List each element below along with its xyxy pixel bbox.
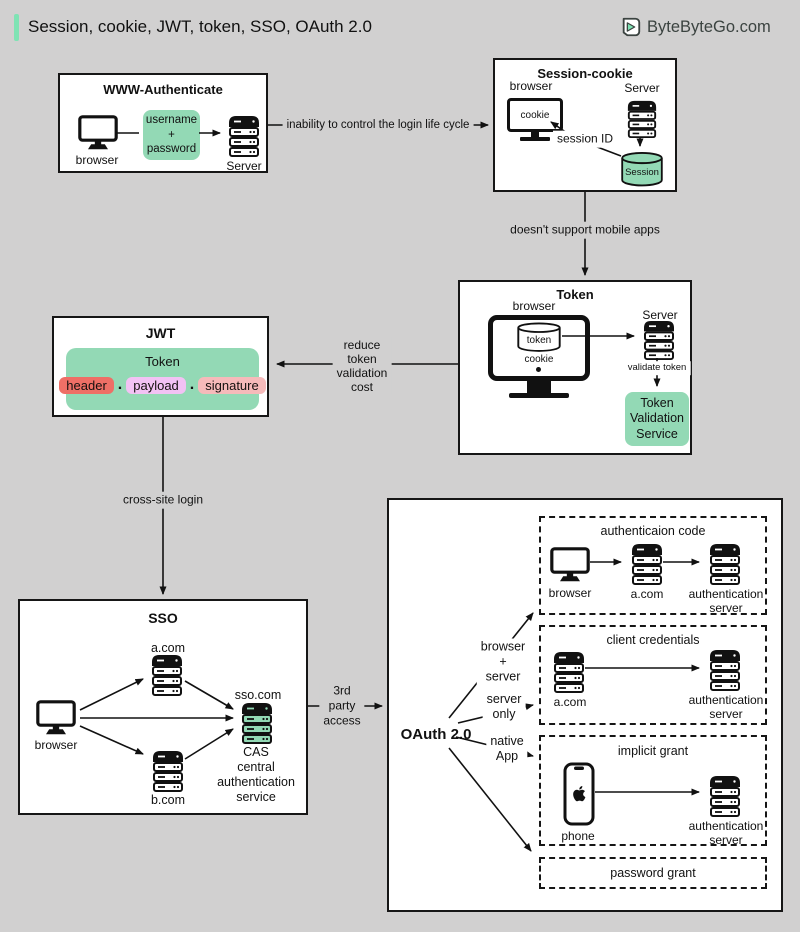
b-com-server-icon [151,750,185,792]
auth-server-icon [708,543,742,585]
edge-label-jwt-to-sso: cross-site login [118,491,208,509]
token-box: Token browser token cookie Server Tok [458,280,692,455]
token-label: Token [145,354,180,369]
credential-line: + [168,128,175,141]
client-credentials-box: client credentials a.com authentication … [539,625,767,725]
bytebytego-logo-icon [620,16,642,38]
credentials-box: username + password [143,110,200,160]
validate-token-label: validate token [623,361,691,375]
monitor-button [536,367,541,372]
box-title: WWW-Authenticate [103,82,223,97]
service-line: Validation [630,411,684,426]
flow-title: authenticaion code [600,524,706,538]
box-title: Session-cookie [537,66,633,81]
phone-label: phone [561,829,595,843]
cas-server-icon [240,702,274,744]
edge-label-www-to-session: inability to control the login life cycl… [282,116,474,134]
auth-code-box: authenticaion code browser a.com authent… [539,516,767,615]
browser-icon [36,700,76,736]
session-db-icon: Session [620,151,664,187]
browser-label: browser [75,153,119,167]
token-label: token [526,334,552,346]
brand-name: ByteByteGo.com [647,18,771,36]
flow-title: password grant [610,866,696,880]
server-icon [642,320,676,360]
implicit-grant-box: implicit grant phone authentication serv… [539,735,767,847]
token-validation-service-box: Token Validation Service [625,392,689,446]
browser-icon [550,547,590,583]
cookie-label: cookie [520,109,550,121]
credential-line: username [145,113,198,126]
branch-label-server-only: server only [482,691,526,723]
server-label: Server [624,81,660,95]
b-com-label: b.com [150,793,186,807]
sso-box: SSO a.com browser sso.com CAS central au… [18,599,308,815]
phone-icon [563,762,595,826]
auth-server-icon [708,649,742,691]
session-db-label: Session [625,166,659,178]
sso-com-label: sso.com [234,688,282,702]
browser-label: browser [512,299,556,313]
server-icon [626,100,658,138]
a-com-label: a.com [553,695,587,709]
dot-separator: . [189,376,195,393]
password-grant-box: password grant [539,857,767,889]
box-title: Token [556,287,594,302]
box-title: SSO [148,610,178,626]
browser-icon [78,115,118,151]
server-icon [227,115,261,157]
oauth-label: OAuth 2.0 [400,726,472,743]
a-com-server-icon [552,651,586,693]
branch-label-browser-server: browser + server [476,638,530,686]
jwt-token-container: Token header . payload . signature [59,348,266,410]
service-line: Service [636,426,678,441]
credential-line: password [146,143,197,156]
auth-server-icon [708,775,742,817]
session-id-label: session ID [552,130,618,148]
jwt-header-pill: header [59,376,114,394]
dot-separator: . [117,376,123,393]
oauth-box: OAuth 2.0 authenticaion code browser a.c… [387,498,783,912]
cas-label: CAS central authentication service [217,745,295,804]
a-com-server-icon [150,654,184,696]
jwt-box: JWT Token header . payload . signature [52,316,269,417]
browser-label: browser [34,738,78,752]
edge-label-token-to-jwt: reduce token validation cost [332,337,392,395]
auth-server-label: authentication server [688,693,764,721]
branch-label-native-app: native App [486,733,528,765]
browser-label: browser [548,586,592,600]
server-label: Server [642,308,678,322]
server-label: Server [226,159,262,173]
edge-label-sso-to-oauth: 3rd party access [319,682,365,730]
session-cookie-box: Session-cookie browser cookie Server Ses… [493,58,677,192]
flow-title: implicit grant [617,744,689,758]
service-line: Token [640,395,674,410]
jwt-payload-pill: payload [126,376,186,394]
auth-server-label: authentication server [688,819,764,847]
cookie-label: cookie [524,354,554,365]
a-com-server-icon [630,543,664,585]
edge-label-session-to-token: doesn't support mobile apps [506,221,664,239]
accent-bar [14,14,19,41]
auth-server-label: authentication server [688,587,764,615]
www-authenticate-box: WWW-Authenticate browser username + pass… [58,73,268,173]
page-title: Session, cookie, JWT, token, SSO, OAuth … [28,17,372,36]
box-title: JWT [145,325,176,341]
token-db-icon: token [516,322,562,352]
a-com-label: a.com [630,587,664,601]
browser-icon: token cookie [488,315,590,399]
browser-label: browser [509,79,553,93]
a-com-label: a.com [150,641,186,655]
flow-title: client credentials [606,633,700,647]
jwt-signature-pill: signature [198,376,266,394]
